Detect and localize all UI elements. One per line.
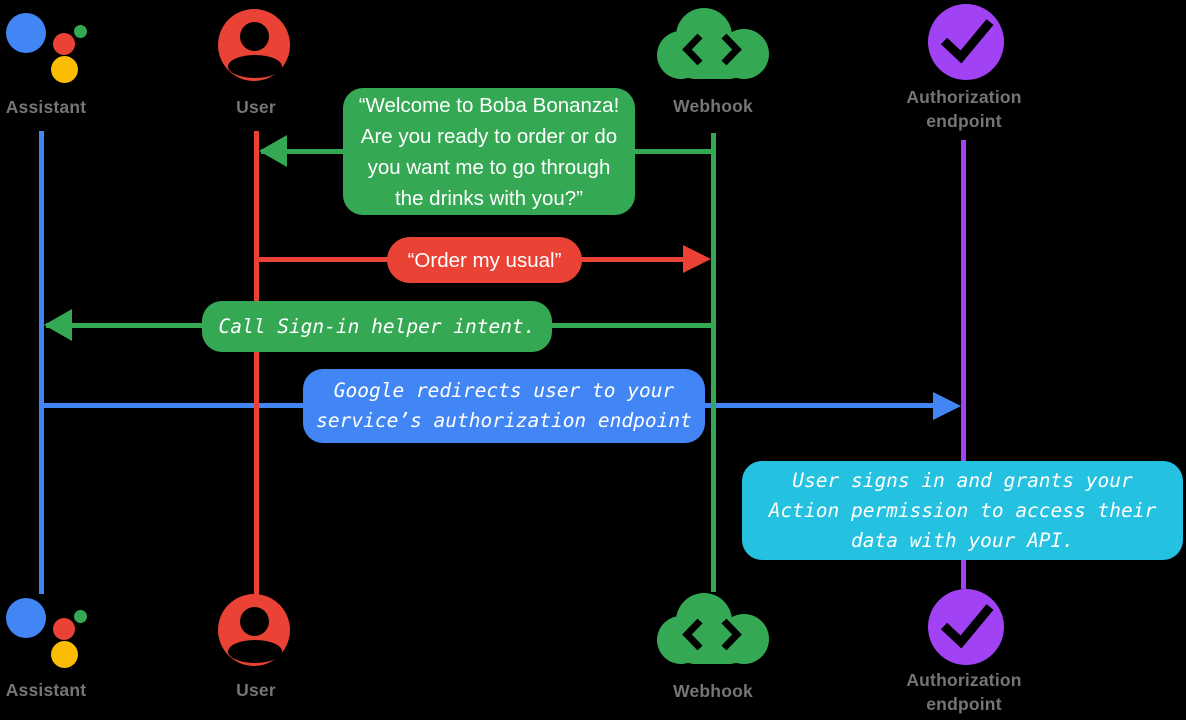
redirect-line: service’s authorization endpoint: [316, 409, 692, 432]
grant-note-bubble: User signs in and grants your Action per…: [742, 461, 1183, 560]
welcome-message-line: Are you ready to order or do: [360, 124, 618, 148]
welcome-message-line: “Welcome to Boba Bonanza!: [358, 93, 620, 117]
authorization-label-line2: endpoint: [926, 110, 1002, 131]
assistant-logo-green-dot: [74, 610, 87, 623]
authorization-label-line2: endpoint: [926, 693, 1002, 714]
webhook-label-bottom: Webhook: [673, 681, 753, 701]
grant-note-line: Action permission to access their: [768, 498, 1157, 522]
assistant-lifeline: [39, 131, 44, 594]
welcome-message-line: you want me to go through: [367, 155, 611, 179]
welcome-arrowhead: [259, 135, 287, 167]
assistant-logo-red-circle: [53, 33, 75, 55]
redirect-arrowhead: [933, 392, 961, 420]
authorization-label-line1: Authorization: [906, 670, 1022, 690]
authorization-endpoint-lifeline: [961, 140, 966, 589]
sign-in-helper-text: Call Sign-in helper intent.: [218, 314, 536, 338]
user-icon-shoulders-cutout: [228, 640, 282, 663]
assistant-label-top: Assistant: [5, 97, 87, 117]
grant-note-line: User signs in and grants your: [792, 468, 1133, 492]
authorization-label-line1: Authorization: [906, 87, 1022, 107]
user-icon: [218, 594, 290, 666]
assistant-logo-yellow-circle: [51, 56, 78, 83]
assistant-icon: [0, 585, 95, 675]
assistant-icon: [0, 0, 95, 90]
user-icon-head-cutout: [240, 607, 269, 636]
user-icon-shoulders-cutout: [228, 55, 282, 78]
grant-note-line: data with your API.: [850, 528, 1075, 552]
authorization-endpoint-label-bottom: Authorization endpoint: [884, 669, 1044, 716]
user-label-bottom: User: [236, 680, 276, 700]
order-message-bubble: “Order my usual”: [387, 237, 582, 283]
sign-in-arrowhead: [44, 309, 72, 341]
redirect-bubble: Google redirects user to your service’s …: [303, 369, 705, 443]
authorization-endpoint-icon: [928, 4, 1004, 80]
user-icon: [218, 9, 290, 81]
user-label-top: User: [236, 97, 276, 117]
assistant-logo-red-circle: [53, 618, 75, 640]
webhook-label-top: Webhook: [673, 96, 753, 116]
webhook-lifeline: [711, 133, 716, 592]
welcome-message-line: the drinks with you?”: [394, 186, 583, 210]
webhook-icon: [657, 593, 769, 664]
order-message-text: “Order my usual”: [407, 248, 562, 272]
authorization-endpoint-icon: [928, 589, 1004, 665]
assistant-logo-yellow-circle: [51, 641, 78, 668]
assistant-logo-green-dot: [74, 25, 87, 38]
redirect-line: Google redirects user to your: [333, 379, 675, 402]
authorization-endpoint-label-top: Authorization endpoint: [884, 86, 1044, 133]
assistant-label-bottom: Assistant: [5, 680, 87, 700]
assistant-logo-blue-circle: [6, 13, 46, 53]
order-arrowhead: [683, 245, 711, 273]
user-lifeline: [254, 131, 259, 596]
sign-in-helper-bubble: Call Sign-in helper intent.: [202, 301, 552, 352]
user-icon-head-cutout: [240, 22, 269, 51]
assistant-logo-blue-circle: [6, 598, 46, 638]
welcome-message-bubble: “Welcome to Boba Bonanza! Are you ready …: [343, 88, 635, 215]
webhook-icon: [657, 8, 769, 79]
